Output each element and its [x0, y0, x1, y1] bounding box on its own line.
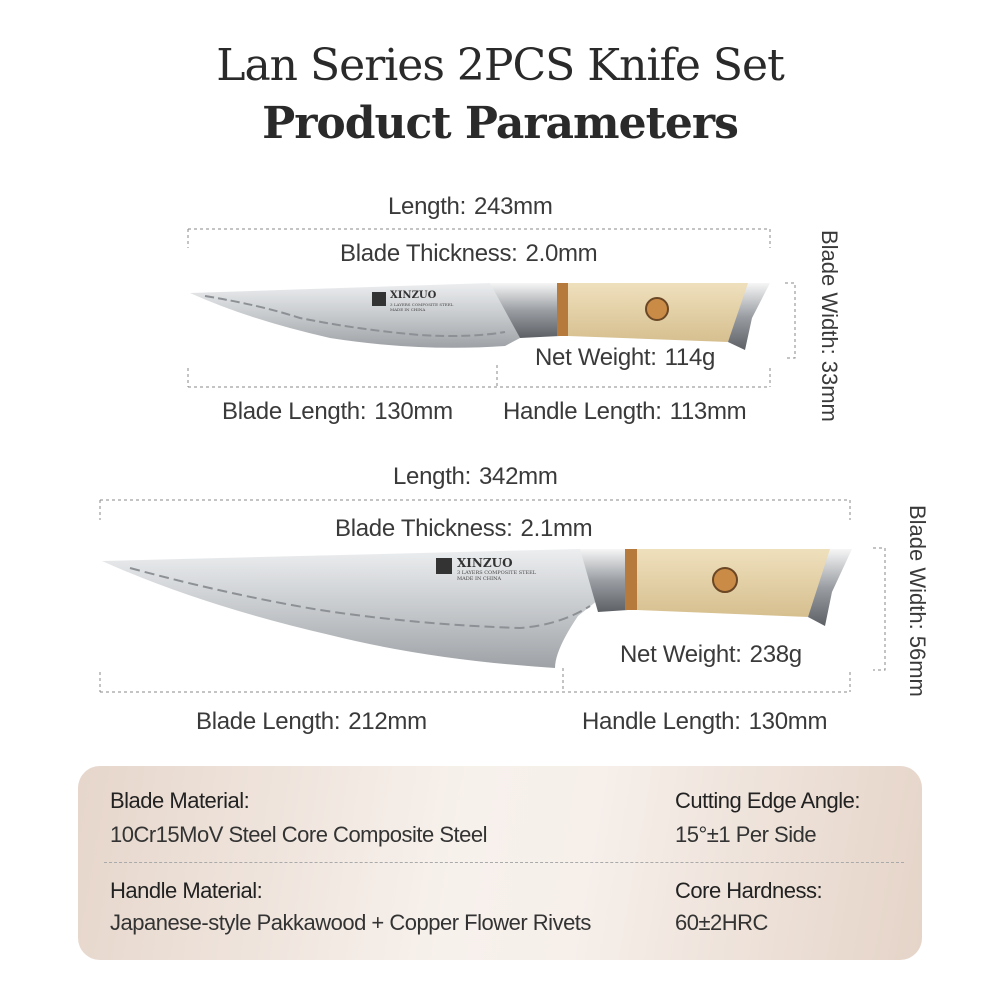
paring-knife-image — [190, 283, 770, 350]
page-subtitle: Product Parameters — [262, 98, 739, 149]
blade-material-label: Blade Material: — [110, 788, 250, 813]
knife2-handle-length: Handle Length:130mm — [582, 708, 828, 735]
handle-material-value: Japanese-style Pakkawood + Copper Flower… — [110, 910, 591, 935]
knife2-copper-ring — [625, 549, 637, 610]
knife2-thickness: Blade Thickness:2.1mm — [335, 515, 593, 542]
blade-material-value: 10Cr15MoV Steel Core Composite Steel — [110, 822, 487, 847]
knife1-thickness: Blade Thickness:2.0mm — [340, 240, 598, 267]
edge-angle-value: 15°±1 Per Side — [675, 822, 817, 847]
knife2-rivet — [712, 567, 738, 593]
knife-illustrations — [99, 228, 886, 693]
divider — [104, 862, 904, 863]
knife2-bolster — [580, 549, 628, 612]
logo-line1: 3 LAYERS COMPOSITE STEEL — [390, 302, 454, 307]
page-title: Lan Series 2PCS Knife Set — [216, 40, 785, 91]
hardness-label: Core Hardness: — [675, 878, 823, 903]
knife1-bolster — [490, 283, 560, 338]
knife2-hamon — [129, 567, 591, 630]
knife1-copper-ring — [557, 283, 568, 336]
specs-panel: Blade Material: 10Cr15MoV Steel Core Com… — [78, 766, 922, 960]
logo-brand: XINZUO — [457, 556, 513, 570]
knife1-blade-width: Blade Width:33mm — [817, 230, 842, 422]
knife1-rivet — [645, 297, 669, 321]
knife2-length: Length:342mm — [393, 463, 558, 490]
knife1-blade — [190, 283, 520, 348]
dimension-lines — [99, 228, 886, 693]
knife2-weight: Net Weight:238g — [620, 641, 802, 668]
knife1-handle-length: Handle Length:113mm — [503, 398, 747, 425]
knife2-blade — [102, 549, 598, 668]
edge-angle-label: Cutting Edge Angle: — [675, 788, 860, 813]
logo-brand: XINZUO — [390, 290, 437, 301]
hardness-value: 60±2HRC — [675, 910, 768, 935]
knife1-endcap — [728, 283, 770, 350]
knife2-blade-length: Blade Length:212mm — [196, 708, 427, 735]
brand-mark-icon — [436, 558, 452, 574]
chef-knife-image — [102, 549, 852, 668]
handle-material-label: Handle Material: — [110, 878, 263, 903]
knife1-blade-length: Blade Length:130mm — [222, 398, 453, 425]
logo-line2: MADE IN CHINA — [390, 307, 426, 312]
knife2-endcap — [808, 549, 852, 626]
knife2-blade-width: Blade Width:56mm — [905, 505, 930, 697]
knife1-length: Length:243mm — [388, 193, 553, 220]
logo-line1: 3 LAYERS COMPOSITE STEEL — [457, 570, 537, 576]
logo-line2: MADE IN CHINA — [457, 576, 502, 582]
knife1-weight: Net Weight:114g — [535, 344, 716, 371]
brand-mark-icon — [372, 292, 386, 306]
knife1-hamon — [204, 295, 506, 337]
